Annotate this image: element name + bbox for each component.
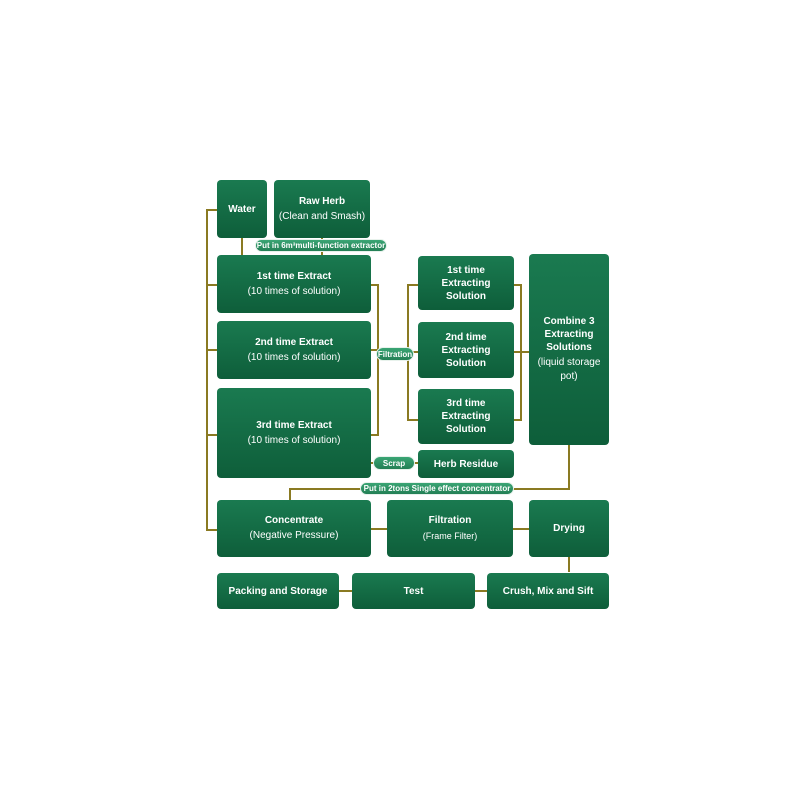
concentrator-label: Put in 2tons Single effect concentrator <box>360 482 514 495</box>
test-box: Test <box>352 573 475 609</box>
solution1-box: 1st time Extracting Solution <box>418 256 514 310</box>
raw-herb-subtitle: (Clean and Smash) <box>278 210 366 222</box>
water-box: Water <box>217 180 267 238</box>
solution2-box: 2nd time Extracting Solution <box>418 322 514 378</box>
filtration-frame-title: Filtration <box>428 515 472 526</box>
combine-box: Combine 3 Extracting Solutions (liquid s… <box>529 254 609 445</box>
water-title: Water <box>228 203 256 215</box>
concentrate-subtitle: (Negative Pressure) <box>249 530 339 541</box>
extract2-title: 2nd time Extract <box>255 336 333 348</box>
solution2-title: 2nd time Extracting Solution <box>441 331 491 369</box>
herb-residue-box: Herb Residue <box>418 450 514 478</box>
filtration-frame-subtitle: (Frame Filter) <box>422 531 478 541</box>
solution3-title: 3rd time Extracting Solution <box>441 398 491 435</box>
extract1-box: 1st time Extract (10 times of solution) <box>217 255 371 313</box>
extract3-box: 3rd time Extract (10 times of solution) <box>217 388 371 478</box>
crush-title: Crush, Mix and Sift <box>502 585 594 597</box>
herb-residue-title: Herb Residue <box>433 458 499 470</box>
solution3-box: 3rd time Extracting Solution <box>418 389 514 444</box>
extract1-title: 1st time Extract <box>256 270 332 282</box>
raw-herb-title: Raw Herb <box>298 195 346 207</box>
extract2-subtitle: (10 times of solution) <box>247 351 341 363</box>
packing-box: Packing and Storage <box>217 573 339 609</box>
scrap-label: Scrap <box>373 456 415 470</box>
solution1-title: 1st time Extracting Solution <box>441 264 491 302</box>
test-title: Test <box>403 585 424 597</box>
extracts-bracket-line <box>371 284 379 436</box>
raw-herb-box: Raw Herb (Clean and Smash) <box>274 180 370 238</box>
filtration-frame-box: Filtration (Frame Filter) <box>387 500 513 557</box>
combine-subtitle: (liquid storage pot) <box>537 357 601 382</box>
extract1-subtitle: (10 times of solution) <box>247 285 341 297</box>
drying-title: Drying <box>553 523 585 534</box>
crush-box: Crush, Mix and Sift <box>487 573 609 609</box>
extract2-box: 2nd time Extract (10 times of solution) <box>217 321 371 379</box>
water-feed-line <box>206 209 217 531</box>
concentrate-title: Concentrate <box>264 515 324 526</box>
filtration-label: Filtration <box>376 347 414 361</box>
drying-box: Drying <box>529 500 609 557</box>
extractor-label: Put in 6m³multi-function extractor <box>255 239 387 252</box>
combine-title: Combine 3 Extracting Solutions <box>543 316 595 353</box>
extract3-title: 3rd time Extract <box>256 419 332 431</box>
concentrate-box: Concentrate (Negative Pressure) <box>217 500 371 557</box>
extract3-subtitle: (10 times of solution) <box>247 434 341 446</box>
packing-title: Packing and Storage <box>228 585 328 597</box>
